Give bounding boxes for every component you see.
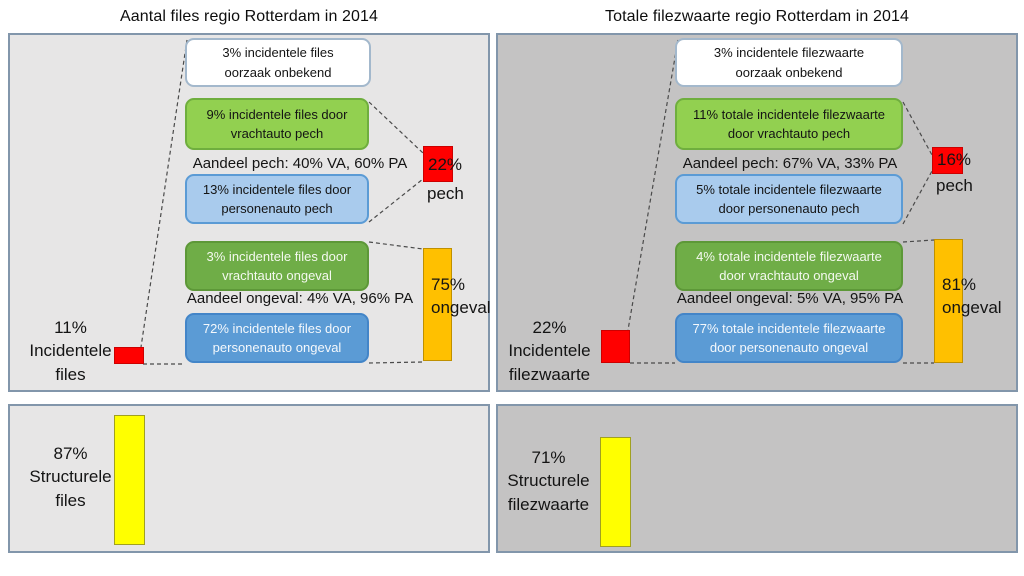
unknown-cause-box: 3% incidentele files oorzaak onbekend <box>185 38 371 87</box>
unknown-cause-box: 3% incidentele filezwaarte oorzaak onbek… <box>675 38 903 87</box>
right-chart-title: Totale filezwaarte regio Rotterdam in 20… <box>605 8 909 25</box>
accident-total-label: 81% ongeval <box>942 275 1002 317</box>
car-breakdown-box: 13% incidentele files door personenauto … <box>185 174 369 224</box>
incidental-total-marker <box>114 347 144 364</box>
accident-total-label: 75% ongeval <box>431 275 491 317</box>
breakdown-total-percentage: 22% <box>428 155 463 174</box>
left-chart-title: Aantal files regio Rotterdam in 2014 <box>120 8 378 25</box>
truck-accident-box: 3% incidentele files door vrachtauto ong… <box>185 241 369 291</box>
breakdown-total-label: pech <box>936 176 973 195</box>
structural-total-bar <box>600 437 631 547</box>
breakdown-share-text: Aandeel pech: 40% VA, 60% PA <box>192 155 408 172</box>
panel-filezwaarte-incidenteel: 3% incidentele filezwaarte oorzaak onbek… <box>496 33 1018 392</box>
incidental-total-label: 22% Incidentele filezwaarte <box>508 318 591 384</box>
structural-total-label: 87% Structurele files <box>29 444 112 510</box>
incidental-total-label: 11% Incidentele files <box>29 318 112 384</box>
breakdown-share-text: Aandeel pech: 67% VA, 33% PA <box>682 155 898 172</box>
breakdown-total-label: pech <box>427 184 464 203</box>
truck-breakdown-box: 9% incidentele files door vrachtauto pec… <box>185 98 369 150</box>
panel-structurele-files: 87% Structurele files <box>8 404 490 553</box>
truck-accident-box: 4% totale incidentele filezwaarte door v… <box>675 241 903 291</box>
car-accident-box: 77% totale incidentele filezwaarte door … <box>675 313 903 363</box>
accident-share-text: Aandeel ongeval: 4% VA, 96% PA <box>186 290 414 307</box>
accident-share-text: Aandeel ongeval: 5% VA, 95% PA <box>676 290 904 307</box>
car-accident-box: 72% incidentele files door personenauto … <box>185 313 369 363</box>
connector-dashed-lines <box>140 39 424 365</box>
connector-dashed-lines <box>627 39 935 364</box>
accident-total-bar <box>423 248 452 361</box>
breakdown-total-marker: 22% pech <box>423 146 464 203</box>
breakdown-total-marker: 16% pech <box>932 147 973 195</box>
panel-aantal-files-incidenteel: 3% incidentele files oorzaak onbekend 9%… <box>8 33 491 392</box>
incidental-total-marker <box>601 330 630 363</box>
truck-breakdown-box: 11% totale incidentele filezwaarte door … <box>675 98 903 150</box>
breakdown-total-percentage: 16% <box>937 150 972 169</box>
panel-structurele-filezwaarte: 71% Structurele filezwaarte <box>496 404 1018 553</box>
accident-total-bar <box>934 239 963 363</box>
structural-total-bar <box>114 415 145 545</box>
car-breakdown-box: 5% totale incidentele filezwaarte door p… <box>675 174 903 224</box>
structural-total-label: 71% Structurele filezwaarte <box>507 448 590 514</box>
